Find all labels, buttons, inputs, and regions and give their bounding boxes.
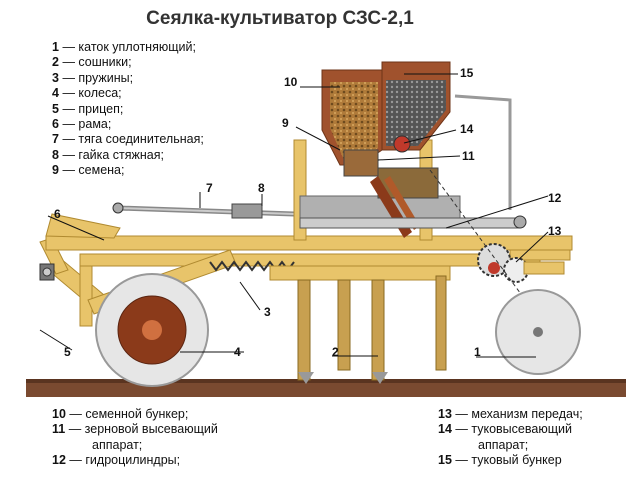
- legend-item-14-cont: аппарат;: [478, 437, 529, 452]
- legend-item-3: 3 — пружины;: [52, 70, 134, 85]
- legend-item-7: 7 — тяга соединительная;: [52, 132, 204, 147]
- legend-item-4: 4 — колеса;: [52, 86, 122, 101]
- diagram-title: Сеялка-культиватор СЗС-2,1: [146, 8, 414, 29]
- callout-15: 15: [460, 66, 474, 80]
- seed-hopper: [321, 69, 383, 166]
- leader-lines: [39, 73, 549, 358]
- callout-3: 3: [264, 305, 271, 319]
- legend-top: 1 — каток уплотняющий; 2 — сошники; 3 — …: [52, 40, 204, 179]
- callout-7: 7: [206, 181, 213, 195]
- legend-item-10: 10 — семенной бункер;: [52, 407, 189, 421]
- legend-item-9: 9 — семена;: [52, 163, 125, 178]
- legend-item-11-cont: аппарат;: [92, 437, 143, 452]
- connecting-rod: [112, 202, 295, 219]
- callout-1: 1: [474, 345, 481, 359]
- legend-item-11: 11 — зерновой высевающий: [52, 422, 218, 437]
- callout-4: 4: [234, 345, 241, 359]
- callout-2: 2: [332, 345, 339, 359]
- wheel: [95, 273, 209, 387]
- legend-item-14: 14 — туковысевающий: [438, 422, 572, 437]
- legend-bottom-right: 13 — механизм передач; 14 — туковысевающ…: [438, 407, 583, 469]
- packing-roller: [495, 261, 581, 375]
- fertilizer-hopper: [381, 61, 451, 151]
- openers: [269, 265, 451, 384]
- legend-item-8: 8 — гайка стяжная;: [52, 147, 164, 162]
- callout-5: 5: [64, 345, 71, 359]
- legend-item-2: 2 — сошники;: [52, 55, 132, 70]
- callout-6: 6: [54, 207, 61, 221]
- ground-shadow: [26, 379, 626, 383]
- legend-bottom-left: 10 — семенной бункер; 11 — зерновой высе…: [52, 407, 218, 469]
- callout-9: 9: [282, 116, 289, 130]
- callout-11: 11: [462, 149, 475, 163]
- callout-13: 13: [548, 224, 562, 238]
- transmission: [429, 169, 541, 321]
- callout-10: 10: [284, 75, 298, 89]
- legend-item-15: 15 — туковый бункер: [438, 453, 562, 468]
- legend-item-1: 1 — каток уплотняющий;: [52, 40, 196, 54]
- callout-8: 8: [258, 181, 265, 195]
- tension-nut: [231, 203, 263, 219]
- legend-item-13: 13 — механизм передач;: [438, 407, 583, 421]
- hydraulic-cylinder: [299, 215, 527, 229]
- legend-item-6: 6 — рама;: [52, 117, 112, 132]
- legend-item-12: 12 — гидроцилиндры;: [52, 453, 181, 468]
- callout-14: 14: [460, 122, 474, 136]
- callout-12: 12: [548, 191, 562, 205]
- legend-item-5: 5 — прицеп;: [52, 101, 124, 116]
- ground-strip: [26, 379, 626, 397]
